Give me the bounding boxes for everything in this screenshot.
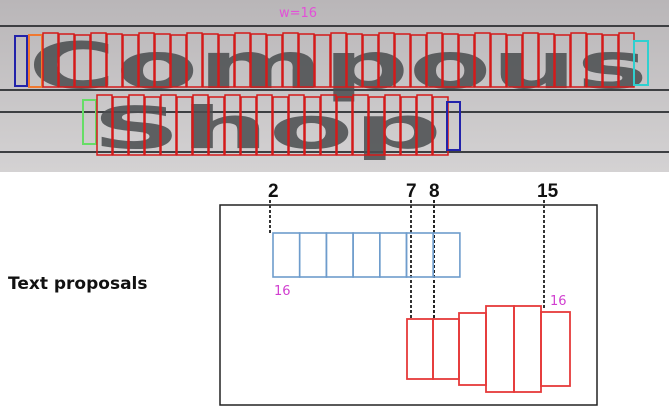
proposal-box: [368, 96, 385, 156]
proposal-box: [240, 96, 257, 156]
proposal-box: [272, 96, 289, 156]
proposal-box: [90, 32, 107, 88]
proposal-box: [458, 34, 475, 88]
proposal-box: [112, 96, 129, 156]
proposal-box: [192, 94, 209, 156]
index-label-8: 8: [429, 181, 440, 202]
proposal-box: [144, 96, 161, 156]
proposal-boxes-shop: [82, 94, 461, 156]
proposal-box: [538, 33, 555, 88]
proposal-box: [416, 94, 433, 156]
proposal-box: [330, 32, 347, 88]
index-label-7: 7: [406, 181, 417, 202]
index-guides: [269, 200, 545, 319]
text-proposals-label: Text proposals: [8, 274, 148, 294]
proposal-box: [570, 32, 587, 88]
blue-proposals: [272, 232, 461, 278]
proposal-box: [336, 96, 353, 156]
proposal-box: [586, 33, 603, 88]
proposal-box: [154, 33, 171, 88]
proposal-box: [208, 96, 225, 156]
proposal-box: [304, 96, 321, 156]
edge-box-left: [14, 35, 28, 87]
red-proposals: [406, 305, 571, 393]
proposal-box: [426, 32, 443, 88]
proposal-box: [320, 94, 337, 156]
proposal-box: [160, 94, 177, 156]
red-proposal-box: [540, 311, 571, 387]
proposal-box: [96, 94, 113, 156]
proposal-box: [288, 94, 305, 156]
index-label-2: 2: [268, 181, 279, 202]
proposal-box: [490, 33, 507, 88]
proposal-box: [602, 34, 619, 88]
proposal-box: [234, 32, 251, 88]
proposal-box: [266, 34, 283, 88]
blue-proposal-box: [432, 232, 461, 278]
proposal-box: [378, 32, 395, 88]
proposal-box: [224, 94, 241, 156]
proposal-box: [362, 34, 379, 88]
proposal-box: [282, 32, 299, 88]
diagram-frame: [219, 204, 598, 406]
word-compous: Compous: [28, 30, 648, 104]
edge-box-shop-left: [82, 99, 97, 145]
proposal-box: [42, 32, 59, 88]
red-count-label: 16: [550, 294, 567, 309]
proposal-box: [522, 32, 539, 88]
proposal-box: [106, 33, 123, 88]
proposal-box: [186, 32, 203, 88]
proposal-box: [250, 33, 267, 88]
proposal-box: [138, 32, 155, 88]
proposal-box: [506, 34, 523, 88]
proposal-box: [256, 94, 273, 156]
proposal-box: [176, 96, 193, 156]
proposal-box: [202, 33, 219, 88]
text-proposals-diagram: Text proposals 2 7 8 15 16 16: [8, 181, 598, 406]
proposal-box: [394, 33, 411, 88]
proposal-box: [346, 33, 363, 88]
proposal-box: [58, 33, 75, 88]
proposal-box: [400, 96, 417, 156]
blue-count-label: 16: [274, 284, 291, 299]
proposal-box: [474, 32, 491, 88]
proposal-box: [218, 34, 235, 88]
index-label-15: 15: [537, 181, 559, 202]
proposal-box: [314, 34, 331, 88]
proposal-boxes-compous: [14, 32, 649, 88]
proposal-box: [170, 34, 187, 88]
proposal-box: [298, 33, 315, 88]
proposal-box: [384, 94, 401, 156]
proposal-box: [74, 34, 91, 88]
width-label: w=16: [279, 6, 317, 21]
edge-box-second: [28, 34, 43, 88]
edge-box-shop-right: [446, 101, 461, 151]
proposal-box: [410, 34, 427, 88]
proposal-box: [352, 94, 369, 156]
proposal-box: [554, 34, 571, 88]
edge-box-right: [633, 40, 649, 86]
proposal-box: [128, 94, 145, 156]
proposal-box: [442, 33, 459, 88]
text-detection-photo: Compous Shop w=16: [0, 0, 669, 172]
proposal-box: [122, 34, 139, 88]
